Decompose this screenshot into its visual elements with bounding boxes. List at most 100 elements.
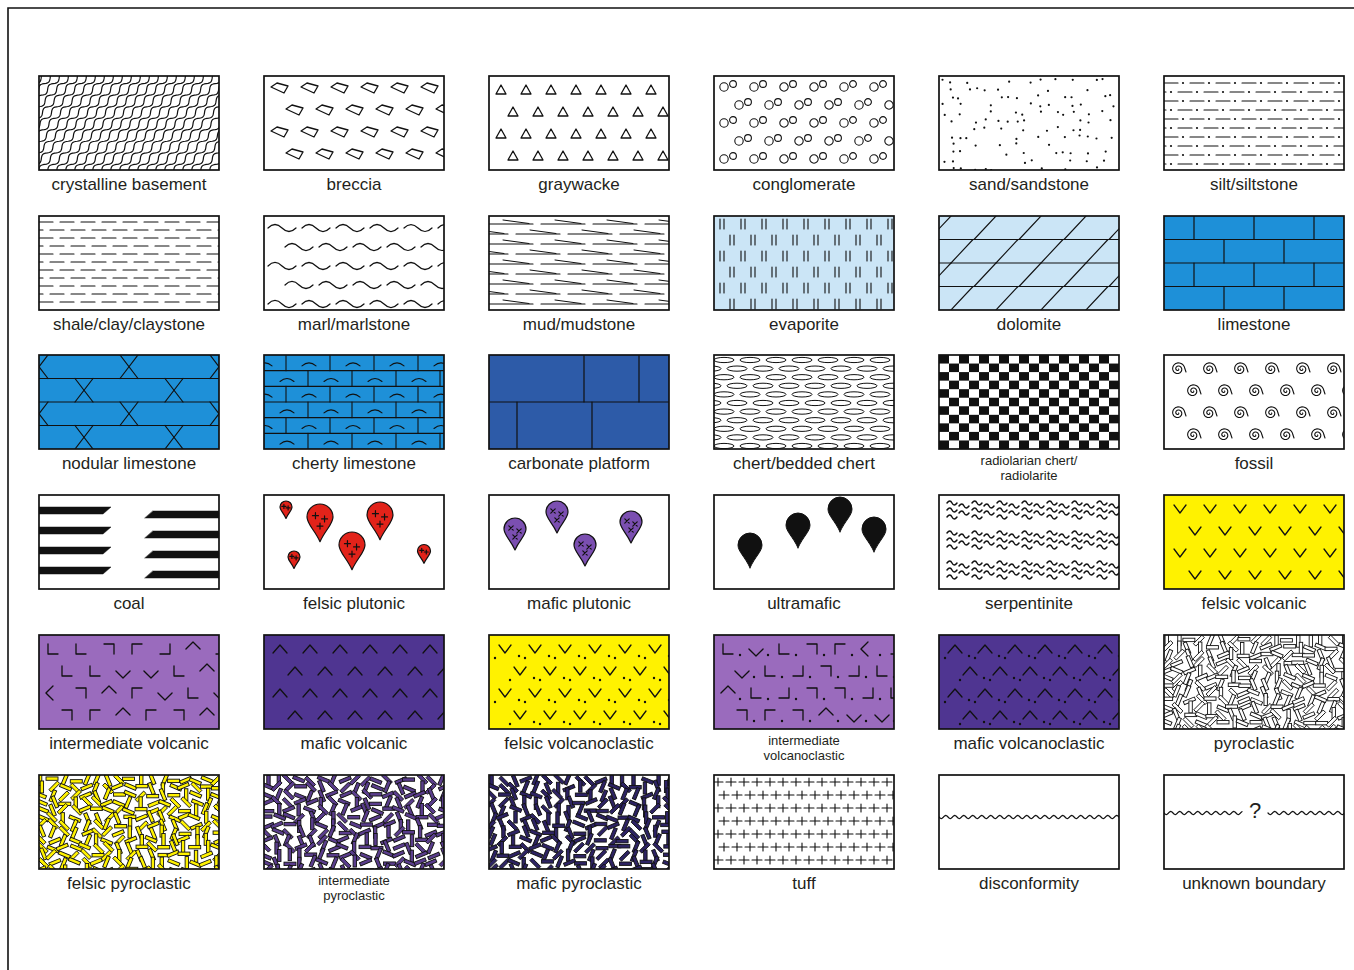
pattern-mark bbox=[194, 850, 197, 862]
pattern-mark bbox=[1178, 127, 1192, 128]
pattern-mark bbox=[116, 708, 130, 722]
pattern-mark bbox=[167, 805, 178, 816]
lithology-swatch bbox=[29, 216, 232, 310]
pattern-mark bbox=[1009, 511, 1019, 515]
pattern-mark bbox=[804, 283, 808, 293]
pattern-mark bbox=[1309, 635, 1312, 647]
pattern-mark bbox=[1009, 534, 1019, 538]
pattern-dot bbox=[1300, 91, 1302, 93]
pattern-mark bbox=[322, 516, 328, 522]
pattern-mark bbox=[288, 551, 300, 568]
pattern-mark bbox=[102, 686, 116, 700]
pattern-mark bbox=[489, 233, 508, 234]
pattern-mark bbox=[979, 440, 989, 449]
pattern-dot bbox=[1048, 144, 1050, 146]
pattern-dot bbox=[965, 137, 967, 139]
pattern-mark bbox=[723, 644, 733, 654]
pattern-mark bbox=[207, 840, 210, 852]
pattern-mark bbox=[210, 402, 219, 426]
swatch-pattern bbox=[39, 76, 219, 170]
pattern-mark bbox=[979, 423, 989, 432]
pattern-dot bbox=[638, 699, 640, 701]
pattern-dot bbox=[1019, 723, 1021, 725]
pattern-mark bbox=[544, 711, 556, 719]
pattern-mark bbox=[79, 805, 91, 813]
swatch-border bbox=[714, 76, 894, 170]
pattern-mark bbox=[1072, 568, 1082, 572]
pattern-mark bbox=[885, 101, 893, 109]
pattern-mark bbox=[1308, 127, 1322, 128]
pattern-mark bbox=[1109, 534, 1119, 538]
pattern-mark bbox=[790, 153, 797, 160]
lithology-swatch bbox=[1152, 76, 1354, 170]
pattern-mark bbox=[885, 137, 893, 145]
pattern-mark bbox=[533, 151, 543, 160]
pattern-mark bbox=[589, 689, 601, 697]
pattern-mark bbox=[147, 794, 159, 797]
pattern-mark bbox=[939, 440, 949, 449]
pattern-mark bbox=[165, 269, 179, 270]
pattern-mark bbox=[1178, 109, 1192, 110]
pattern-mark bbox=[1029, 381, 1039, 390]
pattern-mark bbox=[996, 240, 1018, 264]
pattern-mark bbox=[1264, 505, 1276, 513]
pattern-mark bbox=[181, 841, 184, 853]
pattern-mark bbox=[1242, 154, 1256, 155]
pattern-mark bbox=[383, 781, 391, 793]
pattern-mark bbox=[818, 443, 838, 448]
pattern-mark bbox=[123, 76, 219, 170]
pattern-mark bbox=[1047, 501, 1057, 505]
pattern-mark bbox=[951, 240, 973, 264]
pattern-mark bbox=[417, 386, 418, 402]
pattern-mark bbox=[850, 81, 857, 88]
pattern-dot bbox=[753, 720, 755, 722]
pattern-mark bbox=[1038, 689, 1052, 697]
pattern-dot bbox=[524, 657, 526, 659]
pattern-mark bbox=[176, 229, 190, 230]
pattern-mark bbox=[1318, 635, 1321, 645]
pattern-mark bbox=[814, 299, 818, 309]
pattern-dot bbox=[795, 698, 797, 700]
swatch-border bbox=[714, 635, 894, 729]
pattern-dot bbox=[952, 160, 954, 162]
pattern-mark bbox=[1183, 685, 1191, 697]
pattern-mark bbox=[346, 394, 360, 397]
pattern-mark bbox=[972, 575, 982, 579]
pattern-mark bbox=[1041, 240, 1063, 264]
pattern-mark bbox=[959, 511, 969, 515]
pattern-mark bbox=[372, 511, 378, 517]
pattern-dot bbox=[1046, 130, 1048, 132]
pattern-mark bbox=[779, 383, 799, 388]
pattern-mark bbox=[583, 107, 593, 116]
pattern-mark bbox=[1190, 154, 1204, 155]
pattern-mark bbox=[1089, 415, 1099, 424]
pattern-mark bbox=[285, 418, 286, 434]
pattern-mark bbox=[1325, 673, 1337, 681]
pattern-mark bbox=[132, 688, 142, 698]
pattern-dot bbox=[659, 679, 661, 681]
pattern-mark bbox=[508, 107, 518, 116]
pattern-mark bbox=[404, 225, 432, 232]
pattern-mark bbox=[844, 409, 864, 414]
pattern-mark bbox=[346, 105, 363, 115]
pattern-mark bbox=[1097, 501, 1107, 505]
pattern-mark bbox=[1308, 163, 1322, 164]
pattern-mark bbox=[90, 666, 100, 676]
pattern-mark bbox=[804, 219, 808, 229]
pattern-mark bbox=[1282, 145, 1296, 146]
pattern-mark bbox=[721, 686, 735, 700]
pattern-dot bbox=[593, 721, 595, 723]
pattern-mark bbox=[1264, 549, 1276, 557]
pattern-mark bbox=[989, 432, 999, 441]
pattern-dot bbox=[1222, 163, 1224, 165]
pattern-mark bbox=[805, 383, 825, 388]
pattern-mark bbox=[91, 807, 103, 810]
pattern-dot bbox=[1300, 127, 1302, 129]
pattern-mark bbox=[740, 426, 760, 431]
pattern-mark bbox=[714, 400, 721, 405]
pattern-mark bbox=[1284, 672, 1296, 680]
swatch-border bbox=[39, 355, 219, 449]
pattern-mark bbox=[436, 105, 444, 115]
pattern-dot bbox=[1248, 109, 1250, 111]
frame-line bbox=[8, 8, 1354, 970]
